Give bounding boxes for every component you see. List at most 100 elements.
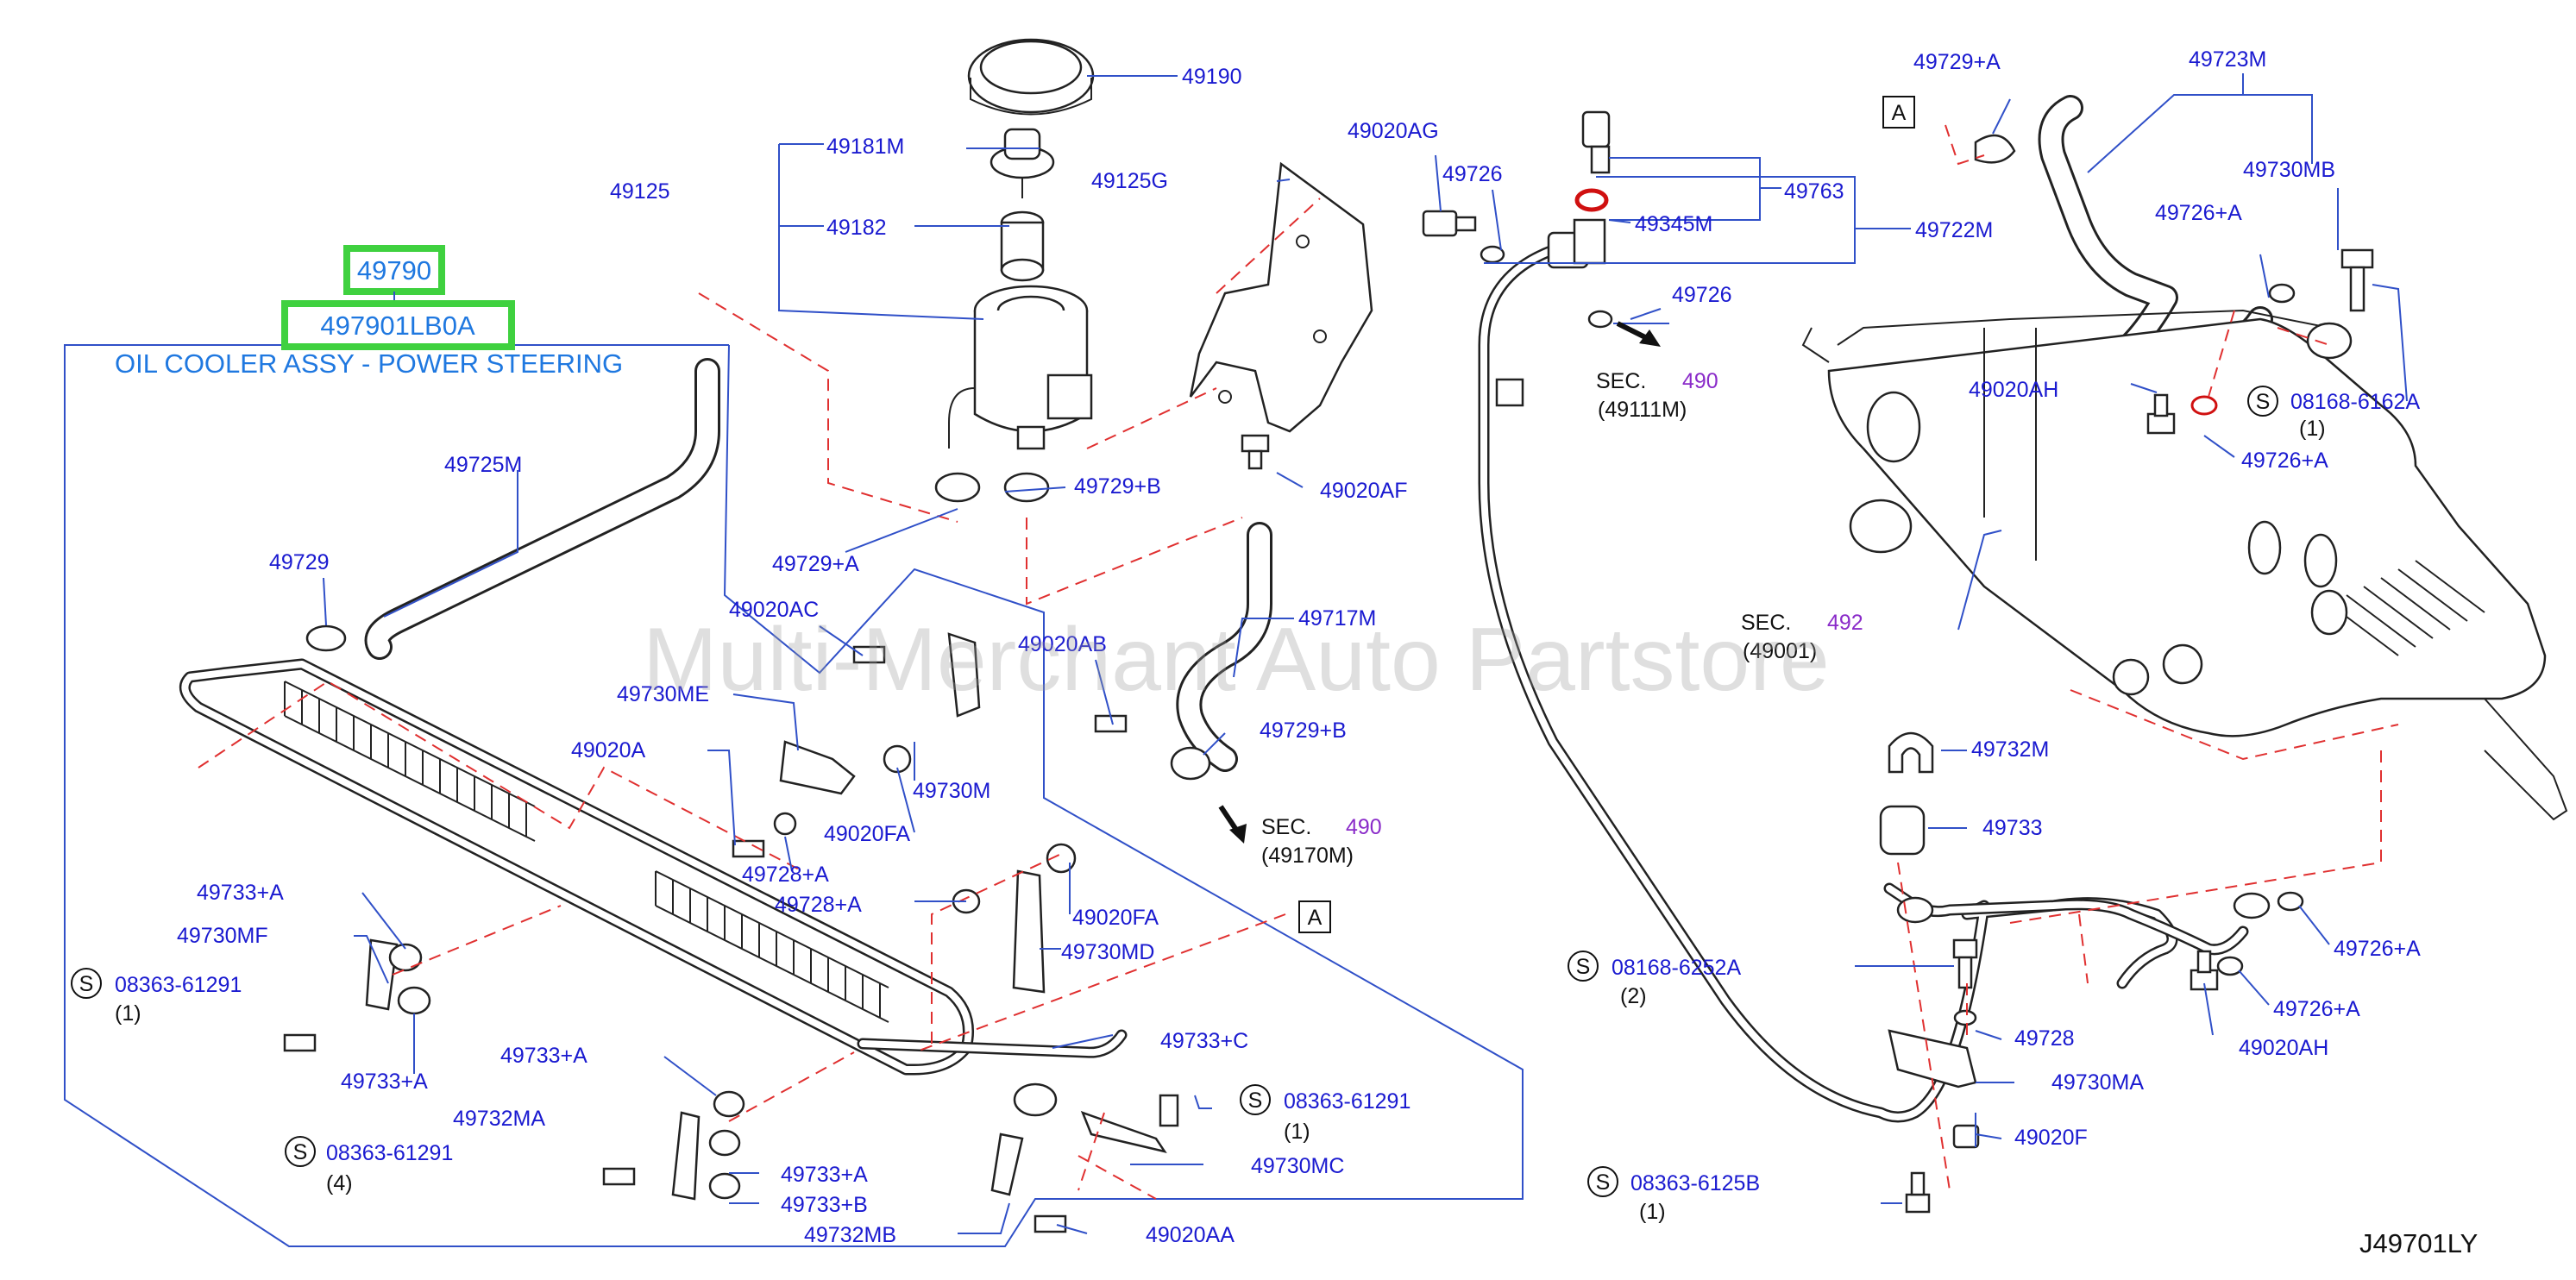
callout[interactable]: 49190 <box>1182 65 1242 89</box>
callout[interactable]: 49763 <box>1784 179 1844 204</box>
callout[interactable]: 49732MA <box>453 1107 545 1131</box>
reservoir-cap-49181M <box>990 128 1055 198</box>
callout[interactable]: 49730MA <box>2051 1070 2144 1095</box>
callout[interactable]: 49020AB <box>1018 632 1107 656</box>
callout[interactable]: 49726+A <box>2334 937 2421 961</box>
callout[interactable]: 49730MD <box>1061 940 1154 964</box>
callout[interactable]: 49730MF <box>177 924 268 948</box>
svg-text:(1): (1) <box>115 1001 141 1026</box>
callout[interactable]: 49730M <box>913 779 990 803</box>
callout[interactable]: 08168-6252A <box>1612 956 1741 980</box>
svg-text:(49111M): (49111M) <box>1598 398 1687 422</box>
section-ref-49111M[interactable]: SEC. 490 (49111M) <box>1596 369 1718 422</box>
part-number-49790[interactable]: 49790 <box>357 255 431 285</box>
svg-text:(1): (1) <box>1639 1200 1666 1224</box>
callout[interactable]: 49729+B <box>1074 474 1161 499</box>
strainer-49182 <box>1000 210 1045 282</box>
callout[interactable]: 49732M <box>1971 737 2049 762</box>
watermark: Multi-Merchant Auto Partstore <box>643 610 1830 710</box>
callout[interactable]: 49733+A <box>197 881 284 905</box>
callout[interactable]: 49125G <box>1091 169 1168 193</box>
callout[interactable]: 49729+A <box>1913 50 2001 74</box>
callout[interactable]: 49020AH <box>2239 1036 2328 1060</box>
callout[interactable]: 49733+B <box>781 1193 868 1217</box>
callout[interactable]: 49730ME <box>617 682 709 706</box>
bracket-49730MA <box>1888 1029 1977 1089</box>
callout[interactable]: 49729+A <box>772 552 859 576</box>
callout[interactable]: 49729+B <box>1260 718 1347 743</box>
callout[interactable]: 49726+A <box>2155 201 2242 225</box>
callout[interactable]: 49730MC <box>1251 1154 1344 1178</box>
callout[interactable]: 49733+A <box>781 1163 868 1187</box>
section-ref-49001[interactable]: SEC. 492 (49001) <box>1741 611 1863 663</box>
callout[interactable]: 49717M <box>1298 606 1376 631</box>
grommet-49732M <box>1888 731 1934 774</box>
callout[interactable]: 49733+A <box>341 1070 428 1094</box>
leader-lines <box>323 73 2408 1234</box>
oil-cooler-group-frame <box>64 344 1524 1247</box>
oring-49345M <box>1574 188 1609 212</box>
callout[interactable]: 49732MB <box>804 1223 896 1247</box>
callout[interactable]: 49020AA <box>1146 1223 1235 1247</box>
pressure-pipe-49722M <box>1478 218 2178 1123</box>
callout[interactable]: 08363-61291 <box>1284 1089 1411 1114</box>
bracket-49125G <box>1189 161 1373 433</box>
grommet-49733 <box>1879 805 1926 856</box>
reservoir-tank-49125 <box>948 285 1093 450</box>
callout[interactable]: 08363-61291 <box>326 1141 453 1165</box>
svg-text:(1): (1) <box>1284 1120 1310 1144</box>
callout[interactable]: 49733 <box>1982 816 2043 840</box>
callout[interactable]: 49125 <box>610 179 670 204</box>
callout[interactable]: 49729 <box>269 550 330 574</box>
svg-text:S: S <box>1596 1170 1611 1195</box>
callout[interactable]: 49020F <box>2014 1126 2088 1150</box>
callout[interactable]: 49726+A <box>2273 997 2360 1021</box>
section-ref-49170M[interactable]: SEC. 490 (49170M) <box>1261 815 1382 868</box>
callout[interactable]: 49728 <box>2014 1026 2075 1051</box>
callout[interactable]: 49726 <box>1672 283 1732 307</box>
svg-text:(49170M): (49170M) <box>1261 844 1354 868</box>
callout[interactable]: 08168-6162A <box>2290 390 2420 414</box>
callout[interactable]: 49020A <box>571 738 646 762</box>
part-description: OIL COOLER ASSY - POWER STEERING <box>115 348 623 379</box>
callout[interactable]: 49020AG <box>1348 119 1439 143</box>
callout[interactable]: 49020FA <box>1072 906 1159 930</box>
callout[interactable]: 49020AF <box>1320 479 1407 503</box>
hose-49717M <box>1176 522 1272 772</box>
ref-marker-a-bottom: A <box>1298 900 1331 933</box>
bolt-49020AF <box>1241 434 1270 470</box>
callout[interactable]: 49723M <box>2189 47 2266 72</box>
callout[interactable]: 08363-61291 <box>115 973 242 997</box>
callout[interactable]: 49726 <box>1442 162 1503 186</box>
highlighted-part[interactable]: 49790 497901LB0A OIL COOLER ASSY - POWER… <box>115 245 623 379</box>
catalog-number[interactable]: 497901LB0A <box>320 311 475 341</box>
callout[interactable]: 49728+A <box>742 863 829 887</box>
callout[interactable]: 49020AH <box>1969 378 2058 402</box>
callout[interactable]: 49726+A <box>2241 449 2328 473</box>
callout[interactable]: 08363-6125B <box>1630 1171 1760 1195</box>
callout[interactable]: 49020FA <box>824 822 910 846</box>
oil-cooler-49790 <box>179 658 1128 1076</box>
washers-49726 <box>1480 245 2304 976</box>
callout[interactable]: 49345M <box>1635 212 1712 236</box>
callout[interactable]: 49725M <box>444 453 522 477</box>
svg-text:A: A <box>1892 101 1907 125</box>
callout[interactable]: 49733+A <box>500 1044 587 1068</box>
svg-text:SEC.: SEC. <box>1741 611 1791 635</box>
part-callouts[interactable]: 49190 49181M 49125 49182 49125G 49020AG … <box>115 47 2421 1247</box>
callout[interactable]: 49733+C <box>1160 1029 1248 1053</box>
svg-text:S: S <box>293 1140 308 1164</box>
callout[interactable]: 49182 <box>826 216 887 240</box>
return-pipe <box>1883 882 2271 956</box>
callout[interactable]: 49728+A <box>775 893 862 917</box>
callout[interactable]: 49722M <box>1915 218 1993 242</box>
callout[interactable]: 49730MB <box>2243 158 2335 182</box>
svg-text:(1): (1) <box>2299 417 2326 441</box>
bolt-49020AH <box>2146 393 2219 991</box>
svg-text:(49001): (49001) <box>1743 639 1817 663</box>
callout[interactable]: 49181M <box>826 135 904 159</box>
svg-text:S: S <box>1248 1089 1263 1113</box>
callout[interactable]: 49020AC <box>729 598 819 622</box>
bolt-08363-6125B <box>1905 1171 1931 1214</box>
banjo-bolt-49020AG <box>1422 210 1477 237</box>
